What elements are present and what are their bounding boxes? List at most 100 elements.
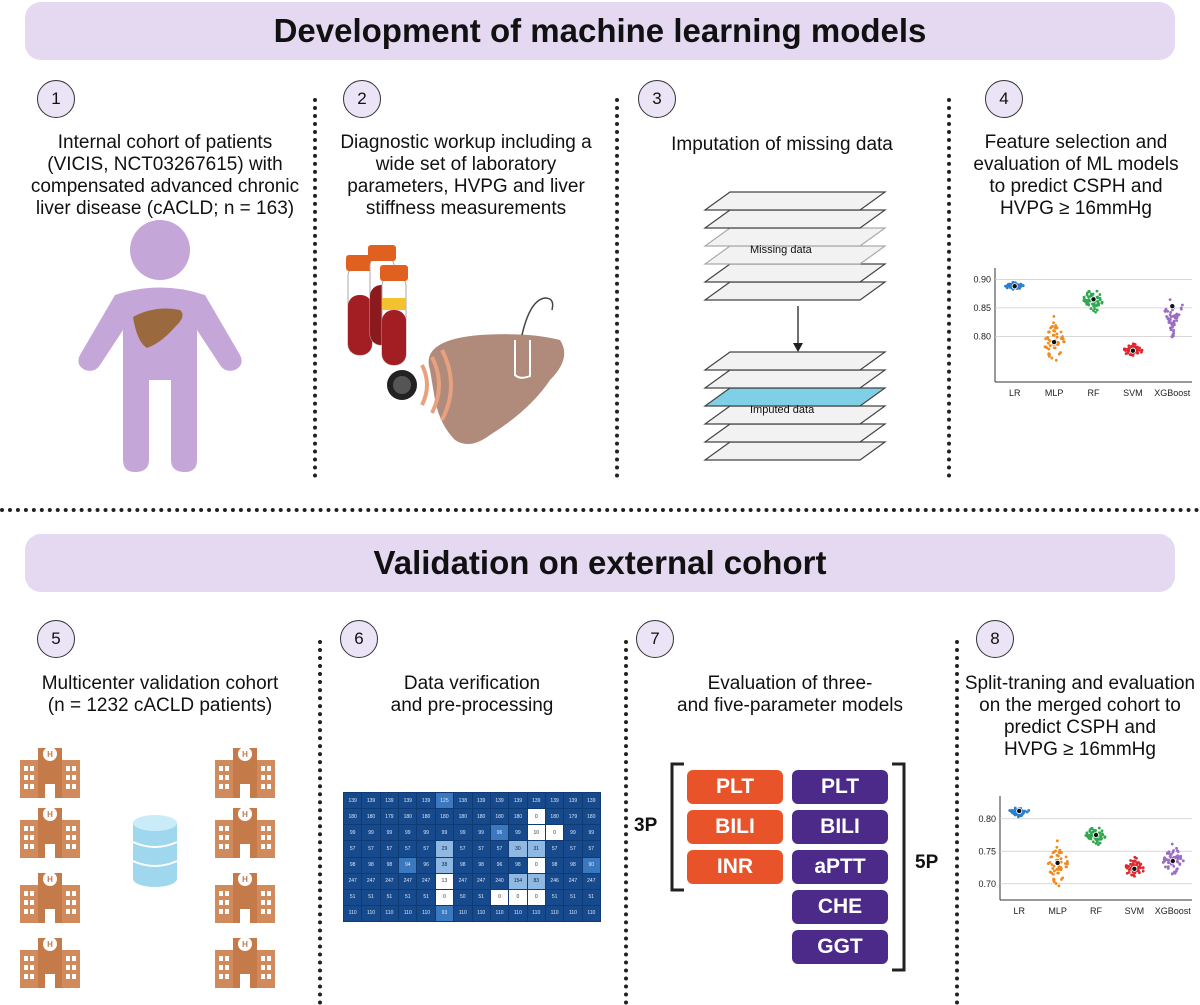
heatmap-cell: 110	[344, 905, 362, 921]
x-tick-label: MLP	[1045, 388, 1064, 398]
data-point	[1044, 345, 1048, 349]
divider-5-6	[318, 640, 322, 1005]
data-point	[1127, 865, 1130, 868]
x-tick-label: LR	[1013, 906, 1025, 916]
data-point	[1094, 310, 1097, 314]
data-point	[1170, 872, 1174, 876]
data-point	[1052, 869, 1056, 873]
step-text-3: Imputation of missing data	[671, 134, 893, 155]
data-point	[1096, 843, 1100, 846]
heatmap-cell: 139	[380, 793, 399, 809]
series-points	[1084, 826, 1107, 846]
x-tick-label: RF	[1088, 388, 1100, 398]
heatmap-cell: 98	[344, 857, 362, 873]
data-point	[1178, 863, 1182, 866]
data-point	[1179, 307, 1183, 311]
heatmap-cell: 99	[509, 825, 527, 841]
heatmap-cell: 57	[564, 841, 582, 857]
heatmap-cell: 57	[582, 841, 600, 857]
data-point	[1054, 849, 1057, 853]
data-point	[1175, 846, 1178, 850]
heatmap-cell: 180	[509, 809, 527, 825]
imputation-illustration	[703, 191, 887, 461]
heatmap-cell: 110	[472, 905, 490, 921]
data-point	[1133, 871, 1137, 875]
divider-7-8	[955, 640, 959, 1005]
heatmap-cell: 139	[362, 793, 380, 809]
hospital-icon: H	[20, 872, 80, 923]
lab-tubes-liver-illustration	[346, 245, 565, 444]
heatmap-cell: 51	[417, 889, 435, 905]
section-divider	[0, 508, 1200, 512]
heatmap-cell: 57	[472, 841, 490, 857]
heatmap-cell: 13	[435, 873, 454, 889]
data-point	[1163, 856, 1166, 860]
heatmap-cell: 180	[490, 809, 509, 825]
data-point	[1021, 284, 1025, 287]
median-marker	[1090, 296, 1097, 303]
data-point	[1059, 330, 1063, 334]
heatmap-cell: 247	[564, 873, 582, 889]
data-point	[1176, 860, 1180, 864]
data-point	[1095, 837, 1099, 841]
data-point	[1179, 854, 1183, 858]
data-point	[1089, 836, 1093, 840]
patient-figure	[78, 220, 242, 472]
heatmap-cell: 96	[490, 857, 509, 873]
heatmap-cell: 99	[344, 825, 362, 841]
series-points	[1124, 855, 1145, 878]
heatmap-cell: 90	[582, 857, 600, 873]
series-points	[1163, 298, 1184, 339]
three-param-box-inr: INR	[687, 850, 783, 884]
five-param-box-aptt: aPTT	[792, 850, 888, 884]
data-point	[1100, 301, 1104, 305]
data-point	[1058, 848, 1062, 852]
heatmap-cell: 57	[362, 841, 380, 857]
data-point	[1172, 320, 1176, 324]
data-point	[1050, 356, 1054, 360]
heatmap-cell: 94	[399, 857, 417, 873]
svg-text:H: H	[242, 940, 248, 949]
heatmap-cell: 139	[564, 793, 582, 809]
heatmap-cell: 110	[362, 905, 380, 921]
heatmap-cell: 99	[582, 825, 600, 841]
data-point	[1054, 324, 1058, 327]
data-point	[1090, 827, 1094, 830]
median-marker	[1016, 807, 1023, 814]
data-point	[1140, 348, 1144, 352]
data-point	[1098, 832, 1102, 835]
five-param-box-ggt: GGT	[792, 930, 888, 964]
data-point	[1134, 860, 1137, 863]
data-point	[1097, 826, 1101, 830]
heatmap-cell: 240	[490, 873, 509, 889]
data-point	[1098, 296, 1102, 300]
data-point	[1137, 869, 1140, 873]
heatmap-cell: 0	[527, 809, 545, 825]
data-point	[1135, 862, 1139, 866]
heatmap-cell: 110	[582, 905, 600, 921]
heatmap-cell: 0	[545, 825, 564, 841]
data-point	[1137, 866, 1141, 870]
heatmap-cell: 0	[435, 889, 454, 905]
y-tick-label: 0.90	[973, 274, 991, 284]
data-point	[1091, 292, 1095, 296]
heatmap-cell: 180	[344, 809, 362, 825]
median-marker	[1131, 865, 1138, 872]
data-point	[1166, 310, 1170, 313]
heatmap-cell: 30	[509, 841, 527, 857]
data-point	[1049, 870, 1052, 874]
data-point	[1127, 868, 1131, 872]
heatmap-cell: 31	[527, 841, 545, 857]
heatmap-cell: 50	[454, 889, 472, 905]
svg-text:H: H	[242, 750, 248, 759]
data-point	[1056, 343, 1060, 346]
data-point	[1167, 858, 1171, 862]
imputed-data-label: Imputed data	[750, 404, 815, 416]
y-tick-label: 0.80	[973, 331, 991, 341]
hospital-icon: H	[215, 747, 275, 798]
data-point	[1103, 836, 1107, 839]
heatmap-cell: 179	[380, 809, 399, 825]
data-point	[1141, 866, 1145, 870]
data-point	[1168, 298, 1172, 302]
data-point	[1096, 296, 1099, 300]
